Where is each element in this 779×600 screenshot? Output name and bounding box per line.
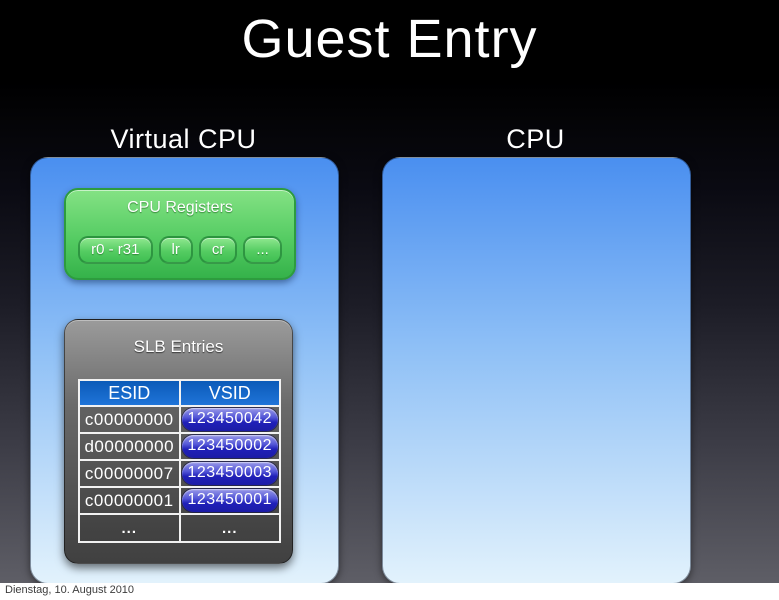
esid-cell: c00000001 [78, 486, 181, 515]
vsid-cell: 123450003 [178, 459, 281, 488]
cpu-registers-box: CPU Registers r0 - r31 lr cr ... [64, 188, 296, 280]
slb-table-row: c00000001 123450001 [78, 486, 281, 515]
vsid-pill: 123450001 [181, 489, 278, 512]
esid-cell: c00000000 [78, 405, 181, 434]
slb-table-row: c00000007 123450003 [78, 459, 281, 488]
slb-entries-title: SLB Entries [133, 337, 224, 356]
vsid-ellipsis-cell: ... [178, 513, 281, 543]
register-pill-row: r0 - r31 lr cr ... [66, 236, 294, 264]
register-pill-more: ... [243, 236, 282, 264]
cpu-label: CPU [506, 124, 565, 154]
cpu-panel [382, 157, 691, 584]
register-pill-r0-r31: r0 - r31 [78, 236, 153, 264]
esid-cell: c00000007 [78, 459, 181, 488]
virtual-cpu-panel: CPU Registers r0 - r31 lr cr ... SLB Ent… [30, 157, 339, 584]
slb-entries-box: SLB Entries ESID VSID c00000000 12345004… [64, 319, 293, 564]
footer-date: Dienstag, 10. August 2010 [5, 584, 135, 596]
slide-title: Guest Entry [241, 9, 538, 69]
vsid-column-header: VSID [178, 379, 281, 407]
vsid-pill: 123450042 [181, 408, 278, 431]
footer-bar: Dienstag, 10. August 2010 [0, 583, 779, 600]
cpu-registers-title: CPU Registers [127, 199, 233, 216]
esid-column-header: ESID [78, 379, 181, 407]
slb-ellipsis-row: ... ... [78, 513, 281, 543]
vsid-cell: 123450002 [178, 432, 281, 461]
slb-table-row: c00000000 123450042 [78, 405, 281, 434]
slb-header-row: ESID VSID [78, 379, 281, 407]
vsid-cell: 123450042 [178, 405, 281, 434]
register-pill-lr: lr [158, 236, 193, 264]
vsid-pill: 123450003 [181, 462, 278, 485]
register-pill-cr: cr [198, 236, 238, 264]
virtual-cpu-label: Virtual CPU [110, 124, 257, 154]
vsid-cell: 123450001 [178, 486, 281, 515]
vsid-pill: 123450002 [181, 435, 278, 458]
esid-cell: d00000000 [78, 432, 181, 461]
esid-ellipsis-cell: ... [78, 513, 181, 543]
slb-table: ESID VSID c00000000 123450042 d00000000 … [78, 379, 281, 543]
slb-table-row: d00000000 123450002 [78, 432, 281, 461]
